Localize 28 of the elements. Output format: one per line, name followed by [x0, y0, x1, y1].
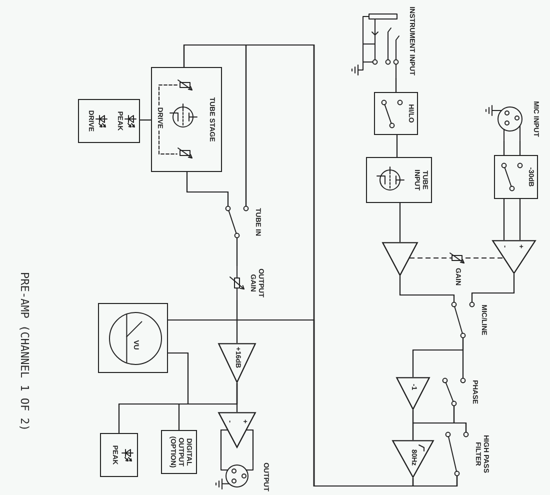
wire	[412, 338, 464, 377]
indicator-box	[100, 433, 138, 477]
tube-stage-box	[151, 67, 222, 172]
wire	[519, 199, 521, 240]
tube-box	[366, 157, 432, 203]
diagram-title: PRE-AMP (CHANNEL 1 OF 2)	[18, 272, 31, 431]
wire	[140, 119, 151, 121]
wire	[519, 141, 521, 155]
wire	[236, 300, 238, 343]
wire	[399, 276, 455, 302]
wire	[503, 141, 505, 155]
wire	[236, 238, 238, 266]
indicator-box	[78, 99, 140, 143]
wire	[471, 274, 515, 302]
wire	[246, 429, 254, 460]
wire	[412, 410, 414, 440]
switch-box	[494, 155, 538, 199]
wire	[168, 352, 238, 405]
switch-box	[374, 92, 418, 135]
wire	[220, 429, 228, 460]
output-box	[161, 430, 197, 474]
wire	[503, 199, 505, 240]
wire	[396, 135, 398, 157]
meter-box	[98, 303, 168, 373]
wire	[186, 172, 229, 206]
wire	[399, 203, 401, 242]
dashed-line	[410, 257, 504, 259]
wire	[395, 78, 397, 92]
